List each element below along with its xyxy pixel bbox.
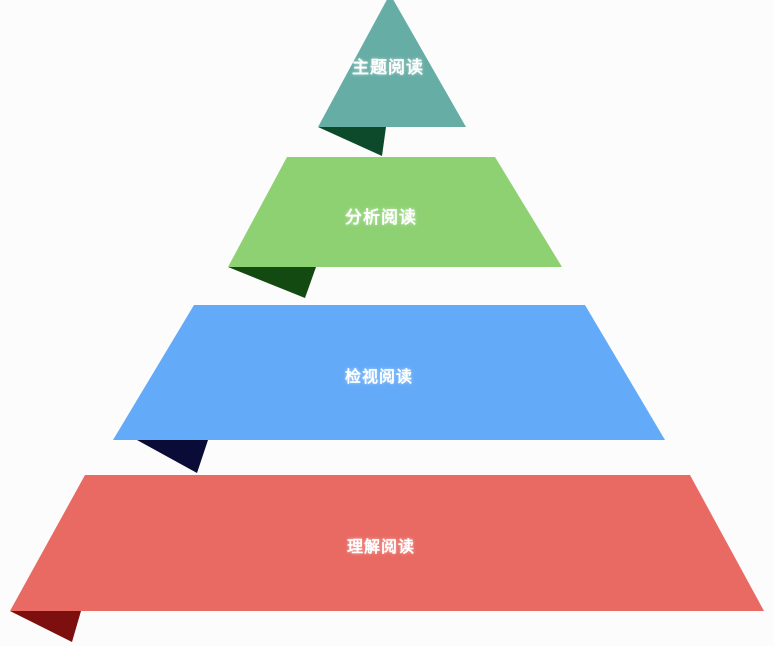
pyramid-level-shape-group-2 xyxy=(113,305,665,473)
pyramid-level-shape-group-1 xyxy=(228,157,562,298)
level-shadow-topical xyxy=(318,127,386,156)
level-shape-comprehension[interactable] xyxy=(10,475,764,611)
level-shadow-inspectional xyxy=(137,440,208,473)
pyramid-level-shape-group-0 xyxy=(318,0,466,156)
level-shape-inspectional[interactable] xyxy=(113,305,665,440)
pyramid-level-shape-group-3 xyxy=(10,475,764,642)
level-shape-topical[interactable] xyxy=(318,0,466,127)
level-shape-analytical[interactable] xyxy=(228,157,562,267)
level-shadow-comprehension xyxy=(10,611,81,642)
level-shadow-analytical xyxy=(228,267,316,298)
